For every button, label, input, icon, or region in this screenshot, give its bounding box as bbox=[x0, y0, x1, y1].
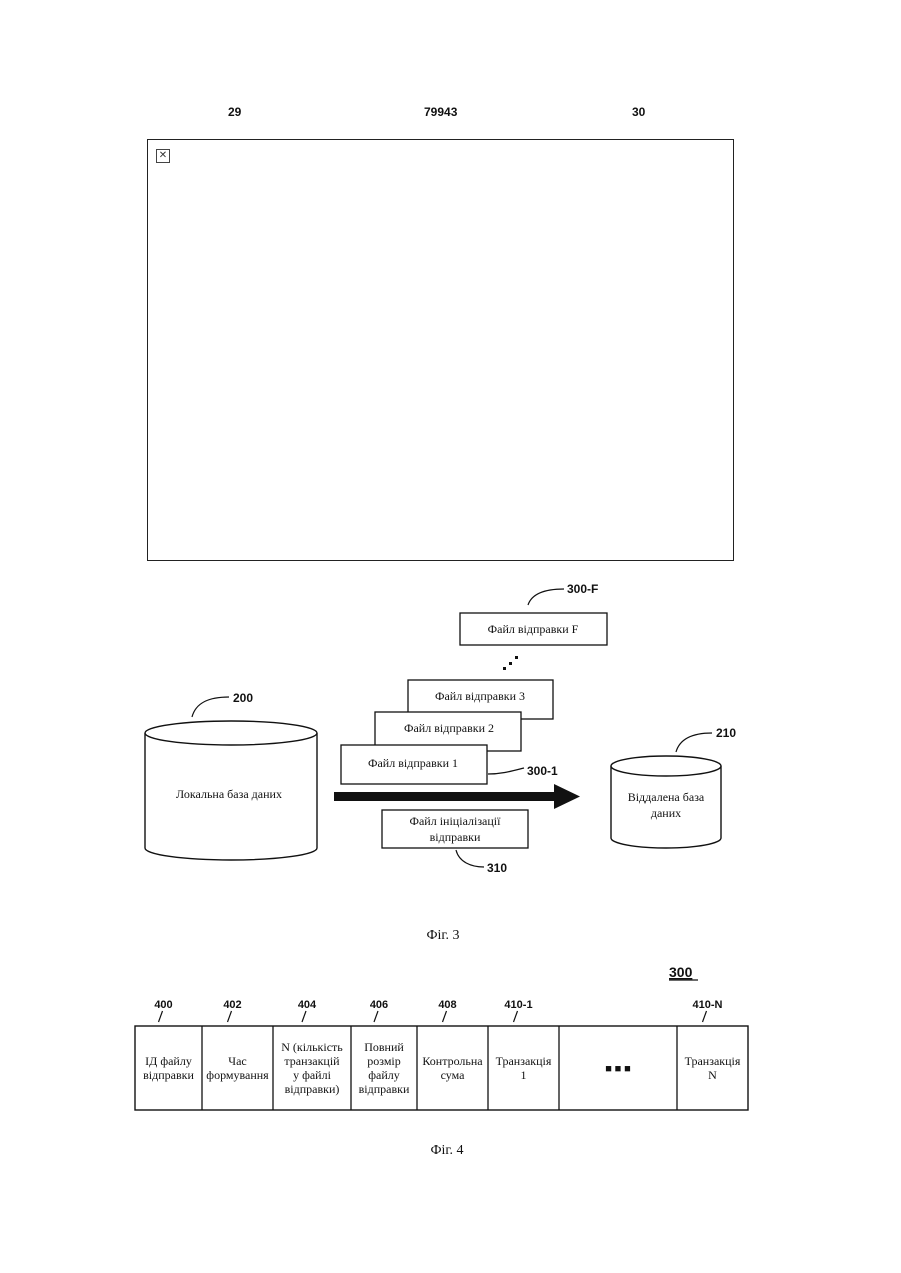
remote-database-cylinder: Віддалена база даних bbox=[611, 756, 721, 848]
ref-leader-line bbox=[514, 1011, 518, 1022]
field-label-line: ІД файлу bbox=[145, 1054, 192, 1068]
stack-ellipsis-dots bbox=[503, 656, 518, 670]
ref-310: 310 bbox=[487, 861, 507, 875]
field-label-line: файлу bbox=[368, 1068, 400, 1082]
init-file-box: Файл ініціалізації відправки bbox=[382, 810, 528, 848]
send-file-1-label: Файл відправки 1 bbox=[368, 756, 458, 770]
ref-300-title: 300 bbox=[669, 964, 693, 980]
field-label-line: Контрольна bbox=[422, 1054, 483, 1068]
ref-leader-line bbox=[302, 1011, 306, 1022]
figure-3-caption: Фіг. 3 bbox=[426, 928, 459, 943]
field-label-line: Транзакція bbox=[685, 1054, 741, 1068]
ref-leader-line bbox=[228, 1011, 232, 1022]
ref-300-f: 300-F bbox=[567, 582, 598, 596]
field-ref-number: 406 bbox=[370, 999, 388, 1011]
field-ellipsis: ■ ■ ■ bbox=[605, 1063, 630, 1075]
field-label-line: у файлі bbox=[293, 1068, 332, 1082]
field-label-line: Повний bbox=[364, 1040, 404, 1054]
field-label-line: відправки) bbox=[285, 1082, 340, 1096]
ref-leader-line bbox=[703, 1011, 707, 1022]
remote-database-label-line2: даних bbox=[651, 806, 681, 820]
record-structure-table: ІД файлувідправки400Часформування402N (к… bbox=[135, 999, 748, 1110]
local-database-label: Локальна база даних bbox=[176, 787, 282, 801]
ref-300-1: 300-1 bbox=[527, 764, 558, 778]
field-label-line: N (кількість bbox=[281, 1040, 343, 1054]
init-file-label-line2: відправки bbox=[430, 830, 481, 844]
field-label-line: Транзакція bbox=[496, 1054, 552, 1068]
field-label-line: відправки bbox=[143, 1068, 194, 1082]
field-label-line: відправки bbox=[359, 1082, 410, 1096]
transfer-arrow bbox=[334, 784, 580, 809]
figure-3: Локальна база даних 200 Віддалена база д… bbox=[145, 582, 736, 943]
send-file-f-box: Файл відправки F bbox=[460, 613, 607, 645]
figure-4: 300 ІД файлувідправки400Часформування402… bbox=[135, 964, 748, 1158]
ref-leader-line bbox=[374, 1011, 378, 1022]
field-ref-number: 410-N bbox=[693, 999, 723, 1011]
field-label-line: Час bbox=[228, 1054, 246, 1068]
ref-leader-line bbox=[443, 1011, 447, 1022]
field-label-line: формування bbox=[206, 1068, 269, 1082]
field-label-line: 1 bbox=[521, 1068, 527, 1082]
field-label-line: сума bbox=[441, 1068, 466, 1082]
field-label-line: розмір bbox=[367, 1054, 401, 1068]
send-file-3-label: Файл відправки 3 bbox=[435, 689, 525, 703]
remote-database-label-line1: Віддалена база bbox=[628, 790, 705, 804]
field-ref-number: 410-1 bbox=[504, 999, 532, 1011]
ref-210: 210 bbox=[716, 726, 736, 740]
field-label-line: транзакцій bbox=[284, 1054, 340, 1068]
field-ref-number: 408 bbox=[438, 999, 456, 1011]
ref-leader-line bbox=[159, 1011, 163, 1022]
field-ref-number: 400 bbox=[154, 999, 172, 1011]
field-ref-number: 404 bbox=[298, 999, 317, 1011]
figure-4-caption: Фіг. 4 bbox=[430, 1143, 463, 1158]
send-file-1-box: Файл відправки 1 bbox=[341, 745, 487, 784]
ref-200: 200 bbox=[233, 691, 253, 705]
local-database-cylinder: Локальна база даних bbox=[145, 721, 317, 860]
send-file-f-label: Файл відправки F bbox=[488, 622, 579, 636]
send-file-2-label: Файл відправки 2 bbox=[404, 721, 494, 735]
field-ref-number: 402 bbox=[223, 999, 241, 1011]
field-label-line: N bbox=[708, 1068, 717, 1082]
init-file-label-line1: Файл ініціалізації bbox=[410, 814, 502, 828]
